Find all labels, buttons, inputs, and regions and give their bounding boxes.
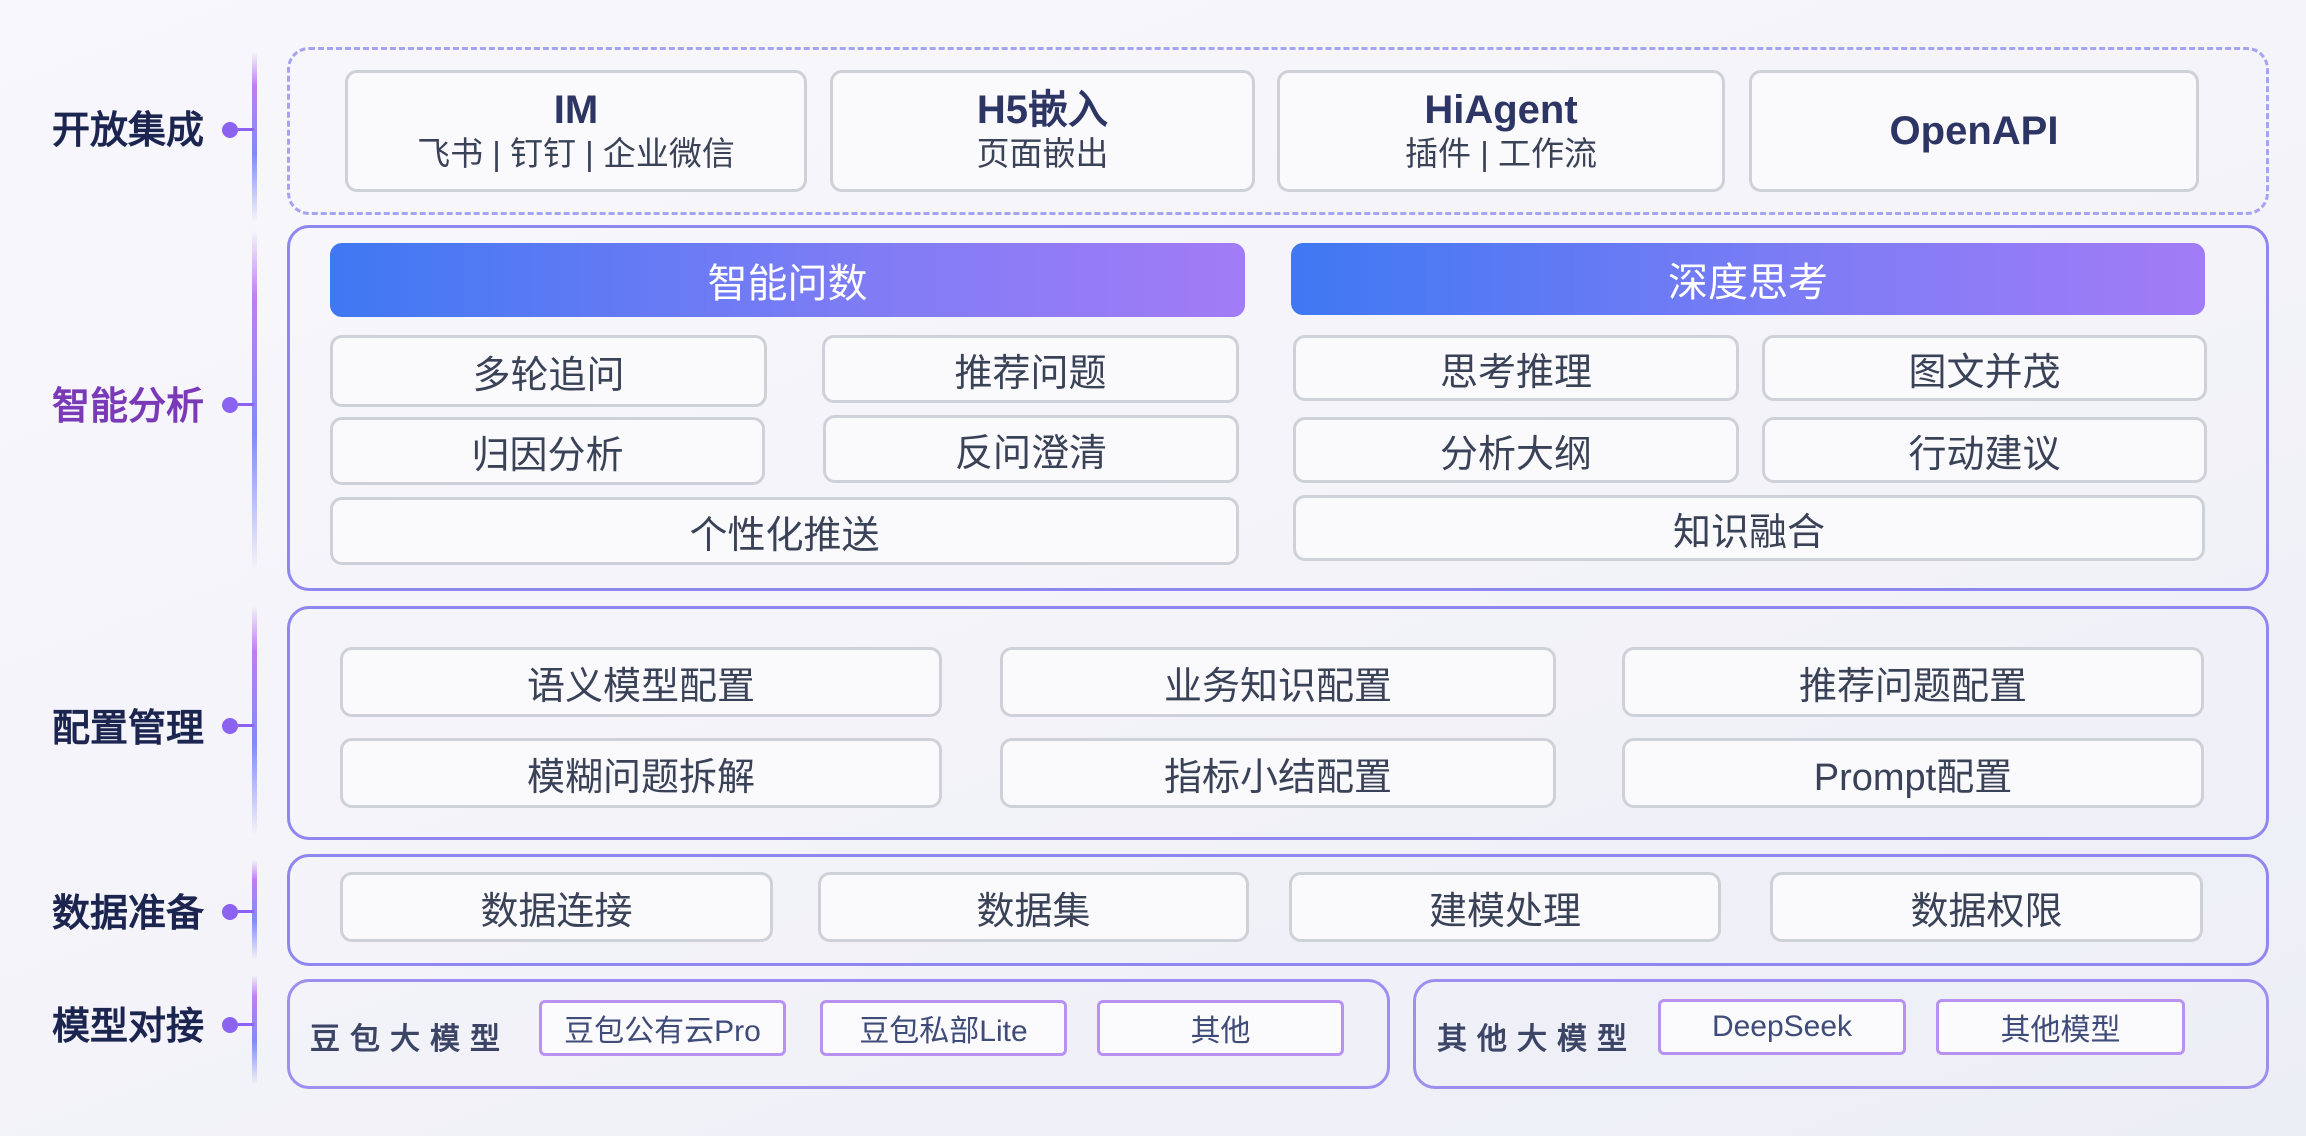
openapi-title: OpenAPI (1889, 109, 2059, 153)
smart-right-item: 知识融合 (1293, 495, 2205, 561)
config-item: 业务知识配置 (1000, 647, 1556, 717)
config-item: 模糊问题拆解 (340, 738, 942, 808)
im-card: IM 飞书 | 钉钉 | 企业微信 (345, 70, 807, 192)
hiagent-card: HiAgent 插件 | 工作流 (1277, 70, 1725, 192)
data-prep-section (287, 854, 2269, 966)
doubao-model-group (287, 979, 1390, 1089)
data-item: 数据连接 (340, 872, 773, 942)
data-item: 数据集 (818, 872, 1249, 942)
row-tick-open (238, 128, 254, 131)
row-dot-model (222, 1017, 238, 1033)
data-item: 数据权限 (1770, 872, 2203, 942)
row-tick-config (238, 724, 254, 727)
other-model-chip: 其他模型 (1936, 999, 2185, 1055)
config-bar (252, 605, 257, 835)
deep-thinking-header: 深度思考 (1291, 243, 2205, 315)
row-tick-data (238, 910, 254, 913)
doubao-model-chip: 豆包私部Lite (820, 1000, 1067, 1056)
smart-right-item: 图文并茂 (1762, 335, 2207, 401)
config-item: Prompt配置 (1622, 738, 2204, 808)
other-model-title: 其他大模型 (1437, 1023, 1637, 1056)
smart-query-header: 智能问数 (330, 243, 1245, 317)
row-dot-config (222, 718, 238, 734)
row-label-smart: 智能分析 (52, 386, 205, 428)
data-bar (252, 860, 257, 960)
row-label-data: 数据准备 (52, 893, 205, 935)
config-item: 指标小结配置 (1000, 738, 1556, 808)
smart-left-item: 推荐问题 (822, 335, 1239, 403)
smart-left-item: 归因分析 (330, 417, 765, 485)
row-label-config: 配置管理 (52, 708, 205, 750)
smart-right-item: 思考推理 (1293, 335, 1739, 401)
open-bar (252, 52, 257, 222)
im-title: IM (553, 88, 599, 133)
other-model-chip: DeepSeek (1658, 999, 1906, 1055)
smart-bar (252, 230, 257, 570)
row-tick-model (238, 1023, 254, 1026)
smart-left-item: 个性化推送 (330, 497, 1239, 565)
row-dot-open (222, 122, 238, 138)
model-bar (252, 975, 257, 1085)
row-dot-smart (222, 397, 238, 413)
smart-right-item: 行动建议 (1762, 417, 2207, 483)
h5-card: H5嵌入 页面嵌出 (830, 70, 1255, 192)
data-item: 建模处理 (1289, 872, 1721, 942)
row-label-model: 模型对接 (52, 1006, 205, 1048)
smart-left-item: 反问澄清 (823, 415, 1239, 483)
openapi-card: OpenAPI (1749, 70, 2199, 192)
row-tick-smart (238, 403, 254, 406)
other-model-group (1413, 979, 2269, 1089)
hiagent-subtitle: 插件 | 工作流 (1405, 135, 1597, 173)
row-dot-data (222, 904, 238, 920)
config-management-section (287, 606, 2269, 840)
h5-title: H5嵌入 (976, 88, 1109, 133)
open-integration-section (287, 47, 2269, 215)
h5-subtitle: 页面嵌出 (976, 135, 1109, 173)
row-label-open: 开放集成 (52, 110, 205, 152)
smart-analysis-section (287, 225, 2269, 591)
im-subtitle: 飞书 | 钉钉 | 企业微信 (417, 135, 735, 173)
doubao-model-chip: 豆包公有云Pro (539, 1000, 786, 1056)
smart-right-item: 分析大纲 (1293, 417, 1739, 483)
hiagent-title: HiAgent (1424, 88, 1578, 133)
config-item: 语义模型配置 (340, 647, 942, 717)
smart-left-item: 多轮追问 (330, 335, 767, 407)
doubao-model-title: 豆包大模型 (310, 1023, 510, 1056)
config-item: 推荐问题配置 (1622, 647, 2204, 717)
doubao-model-chip: 其他 (1097, 1000, 1344, 1056)
